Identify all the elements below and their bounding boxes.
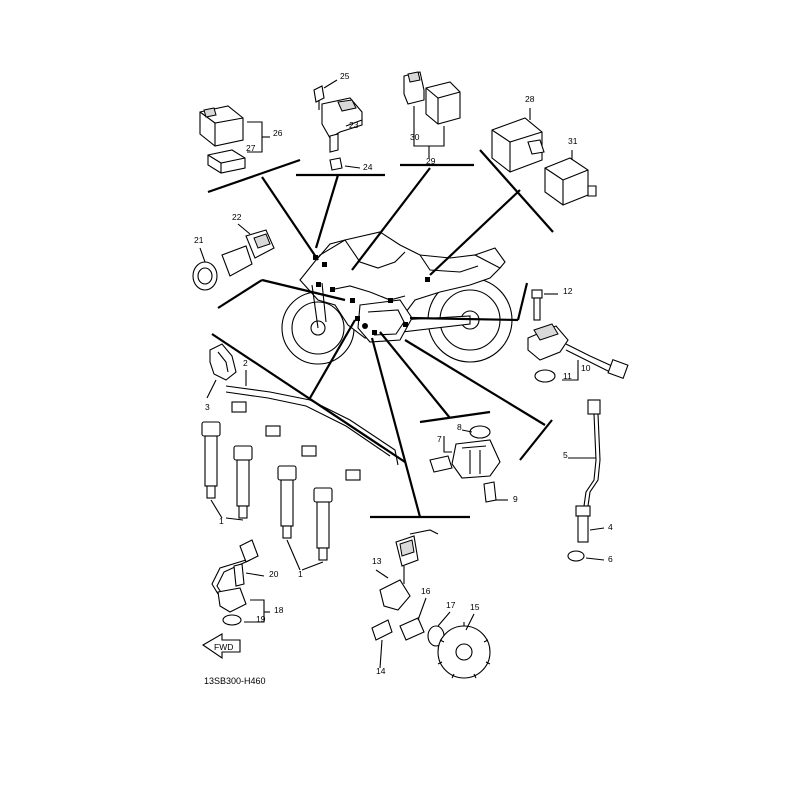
callout-c19: 19 [256,614,266,624]
callout-c1a: 1 [219,516,224,526]
callout-c6: 6 [608,554,613,564]
callout-c12: 12 [563,286,573,296]
relay-26-27 [199,105,270,174]
sensor-10-11-12 [527,289,629,383]
callout-c3: 3 [205,402,210,412]
fwd-label: FWD [214,642,233,652]
callout-c28: 28 [525,94,535,104]
callout-c5: 5 [563,450,568,460]
callout-c31: 31 [568,136,578,146]
callout-c11: 11 [563,371,572,381]
callout-c24: 24 [363,162,373,172]
coil-c [277,465,297,539]
coil-a [201,421,221,499]
callout-c27: 27 [246,143,256,153]
coil-d [313,487,333,561]
leader-lines [207,149,554,519]
coil-b [233,445,253,519]
callout-c22: 22 [232,212,242,222]
drawing-code: 13SB300-H460 [204,676,266,686]
sensor-7-8-9 [429,425,508,503]
callout-c16: 16 [421,586,431,596]
sensor-23-24-25 [313,79,363,171]
callout-c9: 9 [513,494,518,504]
callout-c23: 23 [349,120,359,130]
callout-c20: 20 [269,569,279,579]
gear-icon [437,622,491,679]
motorcycle-illustration [281,231,513,365]
callout-c25: 25 [340,71,350,81]
callout-c17: 17 [446,600,456,610]
callout-c4: 4 [608,522,613,532]
callout-labels: 1123456789101112131415161718192021222324… [194,71,613,676]
sensor-4-5-6 [567,399,605,562]
ignition-coils-harness [201,343,399,571]
callout-c15: 15 [470,602,480,612]
callout-c29: 29 [426,156,436,166]
callout-c14: 14 [376,666,386,676]
sensor-13-17 [371,529,491,679]
callout-c18: 18 [274,605,284,615]
callout-c1b: 1 [298,569,303,579]
callout-c2: 2 [243,358,248,368]
fwd-arrow-icon: FWD [201,633,241,660]
relay-29-30 [403,71,461,158]
callout-c8: 8 [457,422,462,432]
callout-c30: 30 [410,132,420,142]
callout-c10: 10 [581,363,591,373]
unit-28-31 [491,108,597,206]
callout-c13: 13 [372,556,382,566]
callout-c7: 7 [437,434,442,444]
sensor-21-22 [192,223,275,291]
callout-c21: 21 [194,235,204,245]
callout-c26: 26 [273,128,283,138]
sensor-18-19-20 [211,539,270,626]
